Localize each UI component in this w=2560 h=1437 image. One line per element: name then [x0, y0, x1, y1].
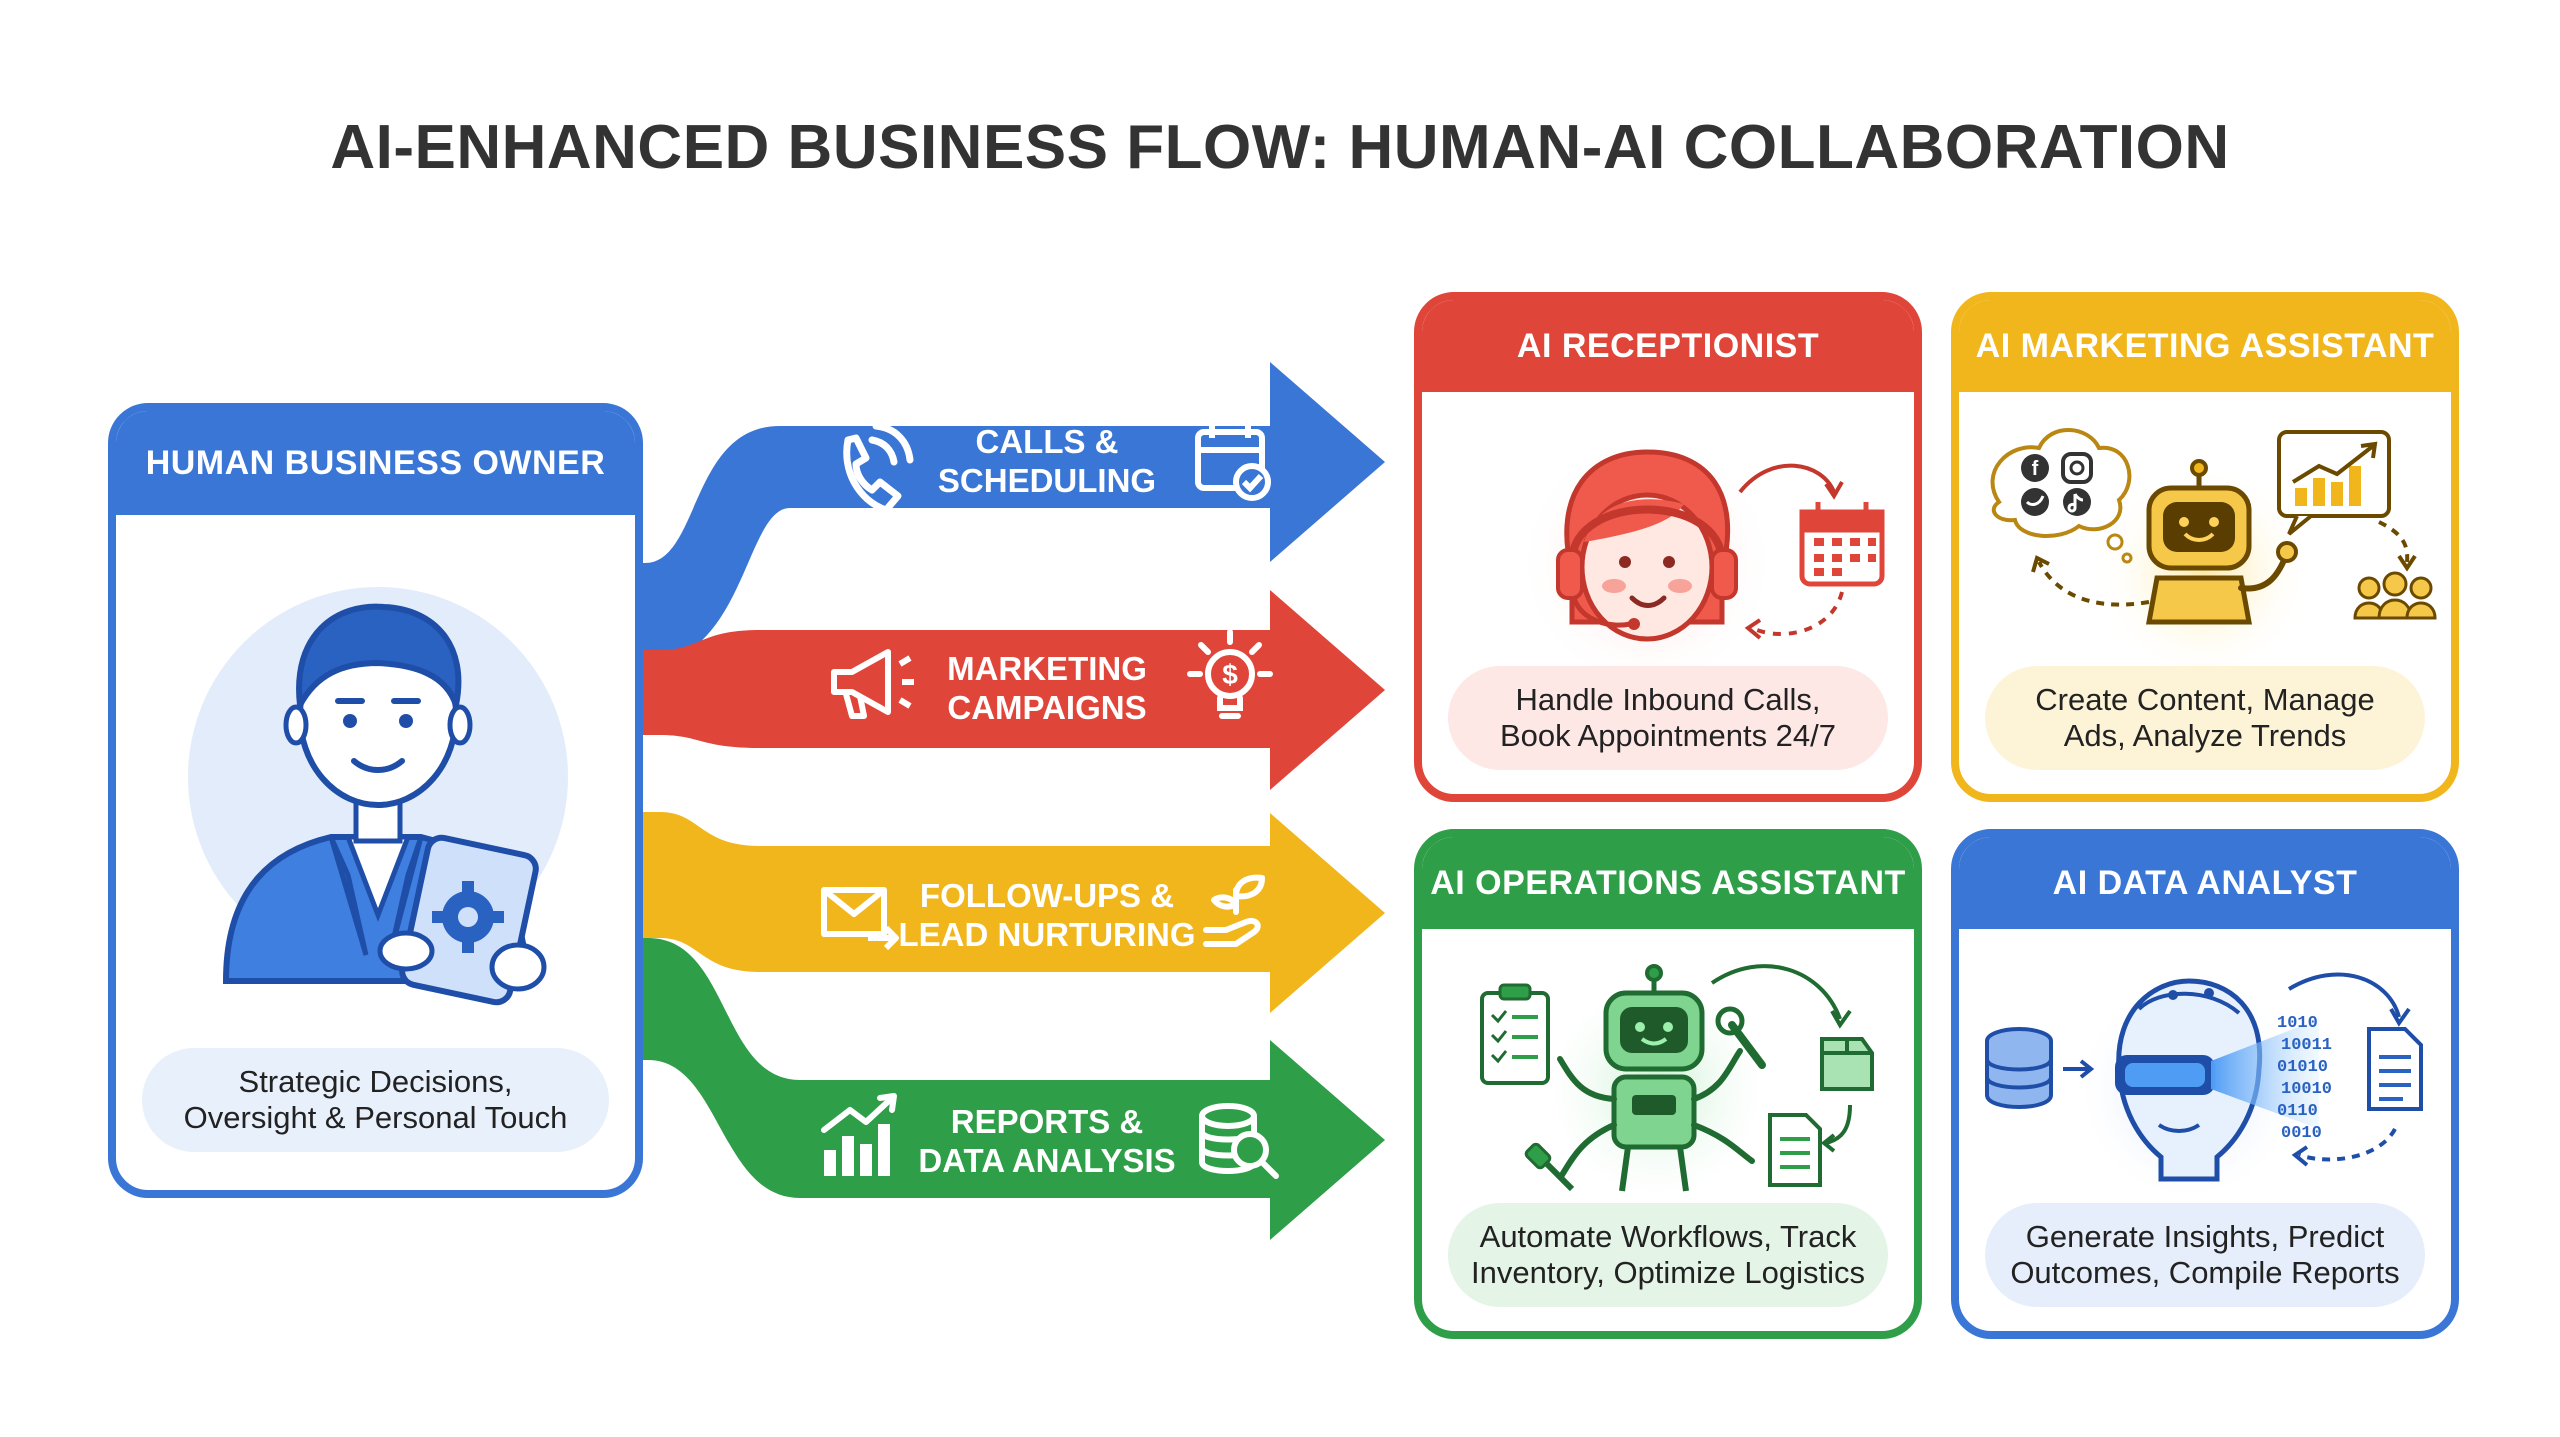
wrench-icon — [1715, 1006, 1766, 1069]
megaphone-icon — [831, 649, 914, 719]
operations-illustration — [1422, 929, 1914, 1331]
twitter-icon — [2021, 488, 2049, 516]
human-business-owner-card: HUMAN BUSINESS OWNER — [108, 403, 643, 1198]
human-card-header: HUMAN BUSINESS OWNER — [116, 411, 635, 515]
phone-icon — [843, 422, 914, 514]
screwdriver-icon — [1524, 1142, 1575, 1192]
binary-text-1: 1010 — [2277, 1014, 2318, 1033]
marketing-illustration: f — [1959, 392, 2451, 794]
binary-text-3: 01010 — [2277, 1058, 2328, 1077]
business-owner-illustration — [116, 515, 635, 1190]
instagram-icon — [2061, 452, 2093, 484]
arrow-followups — [640, 812, 1385, 1013]
data-analyst-description: Generate Insights, Predict Outcomes, Com… — [1985, 1203, 2425, 1307]
flow-label-reports: REPORTS & DATA ANALYSIS — [918, 1103, 1176, 1179]
tiktok-icon — [2063, 488, 2091, 516]
package-icon — [1820, 1037, 1874, 1091]
database-search-icon — [1199, 1103, 1279, 1179]
database-icon — [1985, 1027, 2053, 1109]
facebook-icon: f — [2021, 454, 2049, 482]
marketing-header: AI MARKETING ASSISTANT — [1959, 300, 2451, 392]
calendar-icon — [1799, 502, 1885, 587]
marketing-description: Create Content, Manage Ads, Analyze Tren… — [1985, 666, 2425, 770]
ai-receptionist-card: AI RECEPTIONIST — [1414, 292, 1922, 802]
operations-description: Automate Workflows, Track Inventory, Opt… — [1448, 1203, 1888, 1307]
report-document-icon — [2367, 1027, 2423, 1111]
binary-text-2: 10011 — [2281, 1036, 2332, 1055]
flow-label-followups: FOLLOW-UPS & LEAD NURTURING — [898, 877, 1196, 953]
page-title: AI-ENHANCED BUSINESS FLOW: HUMAN-AI COLL… — [330, 113, 2230, 182]
gear-icon — [432, 881, 504, 953]
document-icon — [1768, 1113, 1822, 1187]
binary-text-4: 10010 — [2281, 1080, 2332, 1099]
flow-label-calls: CALLS & SCHEDULING — [937, 423, 1157, 499]
data-analyst-illustration: 1010 10011 01010 10010 0110 0010 — [1959, 929, 2451, 1331]
audience-icon — [2353, 571, 2437, 620]
growth-chart-icon — [2295, 466, 2361, 506]
hand-plant-icon — [1203, 874, 1265, 947]
operations-header: AI OPERATIONS ASSISTANT — [1422, 837, 1914, 929]
receptionist-illustration — [1422, 392, 1914, 794]
calendar-check-icon — [1195, 424, 1271, 501]
bar-chart-growth-icon — [824, 1124, 890, 1176]
lightbulb-dollar-icon — [1187, 629, 1273, 719]
ai-data-analyst-card: AI DATA ANALYST — [1951, 829, 2459, 1339]
human-card-description: Strategic Decisions, Oversight & Persona… — [142, 1048, 609, 1152]
binary-text-5: 0110 — [2277, 1102, 2318, 1121]
receptionist-description: Handle Inbound Calls, Book Appointments … — [1448, 666, 1888, 770]
dollar-sign: $ — [1222, 659, 1238, 690]
arrow-marketing — [640, 590, 1385, 790]
binary-text-6: 0010 — [2281, 1124, 2322, 1143]
svg-text:f: f — [2032, 458, 2039, 480]
ai-operations-assistant-card: AI OPERATIONS ASSISTANT — [1414, 829, 1922, 1339]
receptionist-header: AI RECEPTIONIST — [1422, 300, 1914, 392]
growth-line — [821, 1093, 897, 1133]
data-analyst-header: AI DATA ANALYST — [1959, 837, 2451, 929]
envelope-arrow-icon — [821, 887, 899, 951]
ai-marketing-assistant-card: AI MARKETING ASSISTANT f — [1951, 292, 2459, 802]
clipboard-icon — [1480, 983, 1550, 1085]
flow-label-marketing: MARKETING CAMPAIGNS — [947, 650, 1147, 726]
